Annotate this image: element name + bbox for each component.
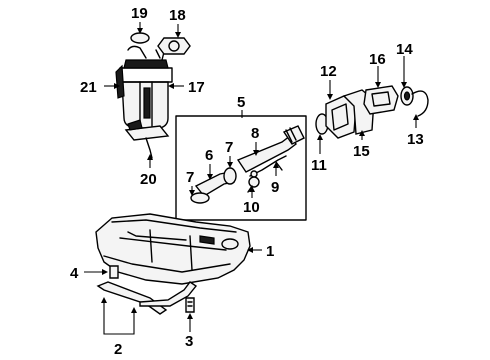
tank-strap-left — [96, 281, 168, 315]
strap-nut — [109, 265, 119, 279]
callout-11: 11 — [311, 157, 327, 174]
callout-16: 16 — [369, 51, 386, 68]
cap-tether — [411, 90, 429, 117]
callout-3: 3 — [185, 333, 193, 350]
filler-hose — [236, 125, 305, 173]
callout-7-left: 7 — [186, 169, 194, 186]
lock-ring — [157, 37, 191, 55]
callout-6: 6 — [205, 147, 213, 164]
hose-clamp — [247, 176, 260, 193]
vent-pipe — [249, 155, 287, 178]
fuel-cap — [400, 86, 414, 106]
callout-8: 8 — [251, 125, 259, 142]
callout-14: 14 — [396, 41, 413, 58]
lower-hose — [190, 167, 237, 204]
callout-7-right: 7 — [225, 139, 233, 156]
callout-9: 9 — [271, 179, 279, 196]
hose-group-box — [175, 115, 307, 221]
callout-5: 5 — [237, 94, 245, 111]
fuel-pump-module — [115, 45, 173, 129]
leader-lines — [84, 22, 419, 335]
callout-2: 2 — [114, 341, 122, 358]
callout-labels: 1 2 3 4 5 6 7 7 8 9 10 11 12 13 14 15 16… — [70, 5, 424, 358]
callout-12: 12 — [320, 63, 337, 80]
callout-19: 19 — [131, 5, 148, 22]
callout-10: 10 — [243, 199, 260, 216]
callout-21: 21 — [80, 79, 97, 96]
fuel-level-sender — [124, 119, 170, 159]
tank-strap-right — [139, 281, 198, 307]
callout-18: 18 — [169, 7, 186, 24]
module-seal — [130, 32, 150, 44]
fuel-tank — [95, 213, 251, 285]
strap-bolt — [185, 297, 195, 313]
callout-13: 13 — [407, 131, 424, 148]
callout-4: 4 — [70, 265, 79, 282]
callout-1: 1 — [266, 243, 274, 260]
callout-17: 17 — [188, 79, 205, 96]
callout-20: 20 — [140, 171, 157, 188]
door-seal — [363, 85, 399, 115]
callout-15: 15 — [353, 143, 370, 160]
